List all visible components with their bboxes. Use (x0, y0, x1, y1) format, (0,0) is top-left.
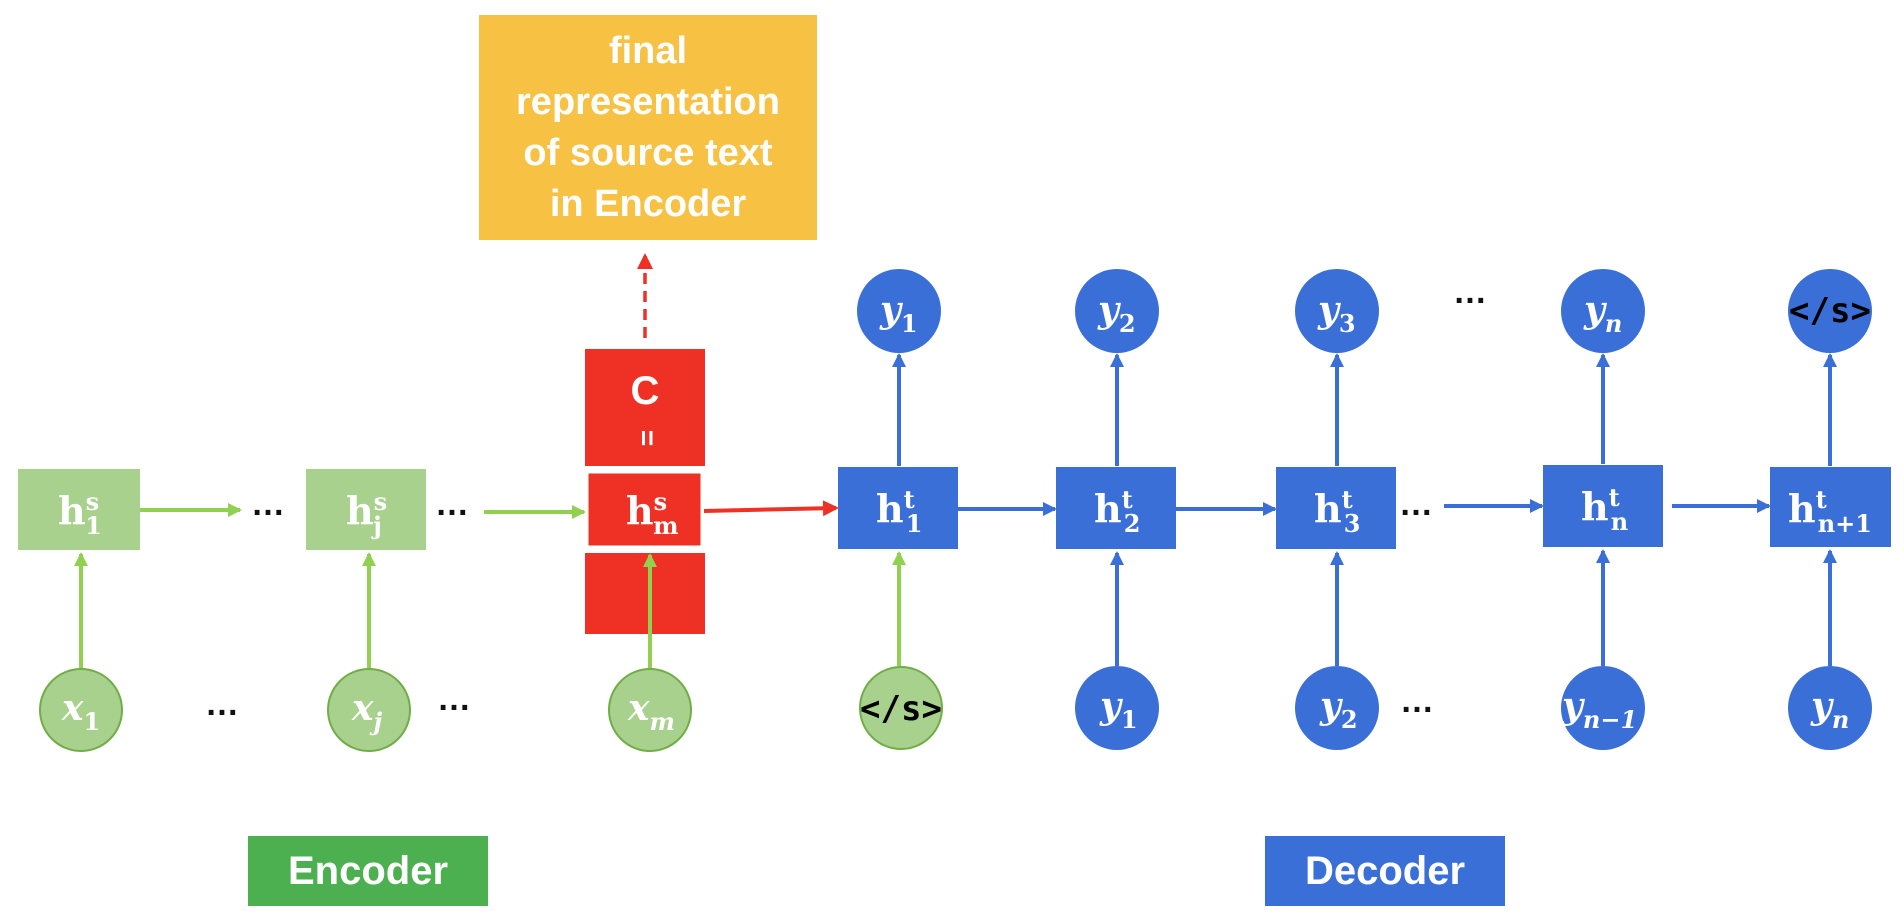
decoder-input-label-3: y2 (1319, 685, 1358, 734)
encoder-input-label-1: x1 (61, 687, 100, 736)
decoder-output-label-3: y3 (1317, 289, 1356, 338)
encoder-input-label-m: xm (627, 687, 675, 736)
decoder-output-circle-2 (1075, 269, 1159, 353)
encoder-input-circle-1 (39, 668, 123, 752)
encoder-state-box-m (585, 470, 704, 549)
decoder-input-label-start-token: </s> (860, 689, 942, 729)
decoder-state-box-n1 (1770, 467, 1891, 547)
decoder-output-label-1: y1 (879, 289, 918, 338)
decoder-input-label-n: yn−1 (1561, 685, 1637, 734)
dots-encoder-input-1: … (205, 685, 239, 723)
decoder-output-circle-n (1561, 269, 1645, 353)
decoder-state-box-3 (1276, 467, 1396, 549)
dots-decoder-output: … (1453, 273, 1487, 311)
decoder-state-box-n (1543, 465, 1663, 547)
decoder-output-circle-3 (1295, 269, 1379, 353)
dots-encoder-input-2: … (437, 680, 471, 718)
encoder-label-box (248, 836, 488, 906)
encoder-input-circle-j (327, 668, 411, 752)
dots-encoder-state-1: … (251, 485, 285, 523)
final-repr-line-1: final (609, 30, 687, 72)
decoder-output-circle-1 (857, 269, 941, 353)
decoder-state-box-2 (1056, 467, 1176, 549)
decoder-input-circle-n (1561, 666, 1645, 750)
final-repr-line-2: representation (516, 81, 780, 123)
dots-encoder-state-2: … (435, 485, 469, 523)
decoder-input-label-n1: yn (1810, 685, 1849, 734)
decoder-input-circle-1 (859, 666, 943, 750)
encoder-state-box-j (306, 469, 426, 550)
context-block-bottom (585, 553, 705, 634)
equals-sign: = (632, 430, 663, 446)
dots-decoder-state: … (1399, 485, 1433, 523)
decoder-input-circle-2 (1075, 666, 1159, 750)
context-block-top (585, 349, 705, 466)
final-repr-line-3: of source text (523, 132, 773, 174)
decoder-label: Decoder (1305, 849, 1465, 893)
decoder-output-label-end-token: </s> (1789, 291, 1871, 331)
decoder-output-circle-n1 (1788, 269, 1872, 353)
encoder-input-circle-m (608, 668, 692, 752)
encoder-state-box-1 (18, 469, 140, 550)
decoder-input-circle-3 (1295, 666, 1379, 750)
final-repr-line-4: in Encoder (550, 183, 747, 225)
decoder-label-box (1265, 836, 1505, 906)
decoder-input-label-2: y1 (1099, 685, 1138, 734)
context-to-decoder-arrow (703, 500, 839, 517)
encoder-input-label-j: xj (351, 687, 382, 736)
encoder-label: Encoder (288, 849, 448, 893)
final-representation-box (479, 15, 817, 240)
decoder-output-label-n: yn (1583, 289, 1622, 338)
decoder-input-circle-n1 (1788, 666, 1872, 750)
dots-decoder-input: … (1400, 682, 1434, 720)
decoder-output-label-2: y2 (1097, 289, 1136, 338)
decoder-state-box-1 (838, 467, 958, 549)
context-label: C (631, 369, 660, 413)
